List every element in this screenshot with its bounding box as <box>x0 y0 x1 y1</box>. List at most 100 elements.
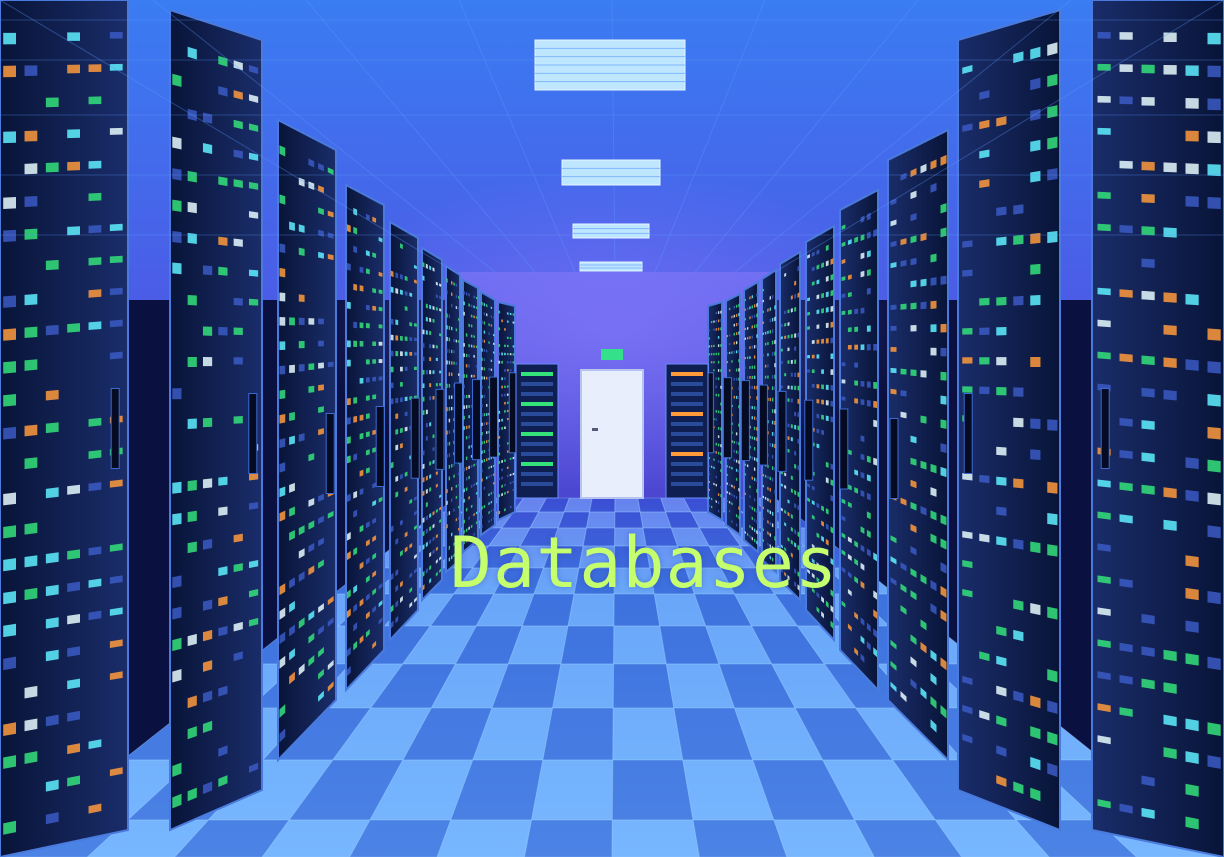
rack-led <box>756 302 758 308</box>
rack-led <box>787 499 790 504</box>
back-rack-led <box>671 462 703 466</box>
rack-led <box>488 475 490 479</box>
rack-led <box>202 781 213 795</box>
rack-led <box>172 388 182 400</box>
rack-led <box>771 522 774 528</box>
rack-led <box>962 560 973 569</box>
rack-led <box>3 328 17 341</box>
back-rack-led <box>671 472 703 476</box>
rack-led <box>425 567 428 574</box>
rack-led <box>1097 223 1111 232</box>
rack-led <box>463 415 465 420</box>
rack-led <box>749 504 751 509</box>
rack-led <box>448 314 451 319</box>
rack-led <box>187 201 197 214</box>
rack-led <box>45 714 59 727</box>
rack-led <box>45 389 59 401</box>
rack-led <box>372 640 377 649</box>
rack-led <box>88 803 102 814</box>
back-rack-led <box>671 412 703 416</box>
rack-led <box>473 512 475 517</box>
rack-led <box>940 227 947 238</box>
rack-led <box>486 404 488 407</box>
rack-led <box>404 351 408 356</box>
rack-led <box>841 396 846 401</box>
rack-led <box>425 330 428 335</box>
rack-led <box>771 557 774 562</box>
rack-led <box>187 418 197 430</box>
rack-led <box>811 251 815 257</box>
rack-led <box>715 418 717 421</box>
rack-led <box>854 344 859 350</box>
rack-led <box>979 327 990 336</box>
rack-led <box>764 342 767 346</box>
rack-led <box>414 568 417 574</box>
rack-led <box>504 459 506 463</box>
rack-led <box>218 176 228 187</box>
rack-led <box>425 436 428 441</box>
rack-led <box>774 489 776 495</box>
rack-led <box>504 483 506 487</box>
rack-led <box>860 380 865 387</box>
rack-led <box>996 625 1007 637</box>
rack-led <box>1097 575 1111 584</box>
rack-led <box>841 276 846 282</box>
rack-led <box>860 471 865 479</box>
rack-led <box>446 313 448 318</box>
rack-led <box>172 168 182 181</box>
rack-led <box>365 304 370 311</box>
rack-led <box>794 502 797 509</box>
rack-led <box>506 393 509 396</box>
rack-led <box>490 491 493 495</box>
rack-led <box>481 505 483 510</box>
rack-led <box>390 382 394 389</box>
rack-led <box>483 504 486 509</box>
rack-led <box>501 385 503 389</box>
rack-led <box>830 604 834 613</box>
server-rack <box>725 292 741 537</box>
rack-led <box>979 297 990 306</box>
rack-led <box>425 528 428 534</box>
rack-led <box>395 615 399 624</box>
rack-led <box>439 295 442 300</box>
rack-led <box>769 487 771 492</box>
rack-led <box>816 547 820 554</box>
rack-led <box>713 458 715 461</box>
rack-led <box>910 235 917 244</box>
rack-led <box>717 509 720 513</box>
rack-led <box>512 488 515 492</box>
rack-led <box>873 590 878 600</box>
rack-led <box>1030 787 1041 802</box>
rack-led <box>825 306 829 313</box>
rack-led <box>67 226 80 236</box>
rack-led <box>493 351 495 354</box>
rack-led <box>463 426 465 431</box>
rack-led <box>279 316 286 326</box>
rack-led <box>409 337 413 342</box>
rack-led <box>717 327 720 331</box>
rack-led <box>744 337 746 340</box>
rack-led <box>378 359 383 364</box>
rack-led <box>753 314 756 319</box>
rack-led <box>481 450 483 455</box>
rack-led <box>1207 328 1221 341</box>
rack-led <box>504 401 506 405</box>
rack-led <box>1013 51 1024 64</box>
rack-led <box>498 460 501 465</box>
rack-led <box>45 552 59 564</box>
rack-led <box>940 585 947 598</box>
rack-led <box>728 465 731 469</box>
rack-led <box>708 504 710 508</box>
rack-led <box>794 489 797 496</box>
rack-led <box>233 563 243 573</box>
rack-led <box>504 426 506 430</box>
rack-led <box>509 353 512 356</box>
rack-led <box>794 411 797 417</box>
rack-led <box>439 383 442 386</box>
rack-led <box>1185 195 1199 208</box>
rack-led <box>298 617 305 629</box>
rack-led <box>187 108 197 121</box>
rack-led <box>733 485 735 489</box>
server-rack <box>839 188 879 693</box>
rack-led <box>735 450 738 454</box>
